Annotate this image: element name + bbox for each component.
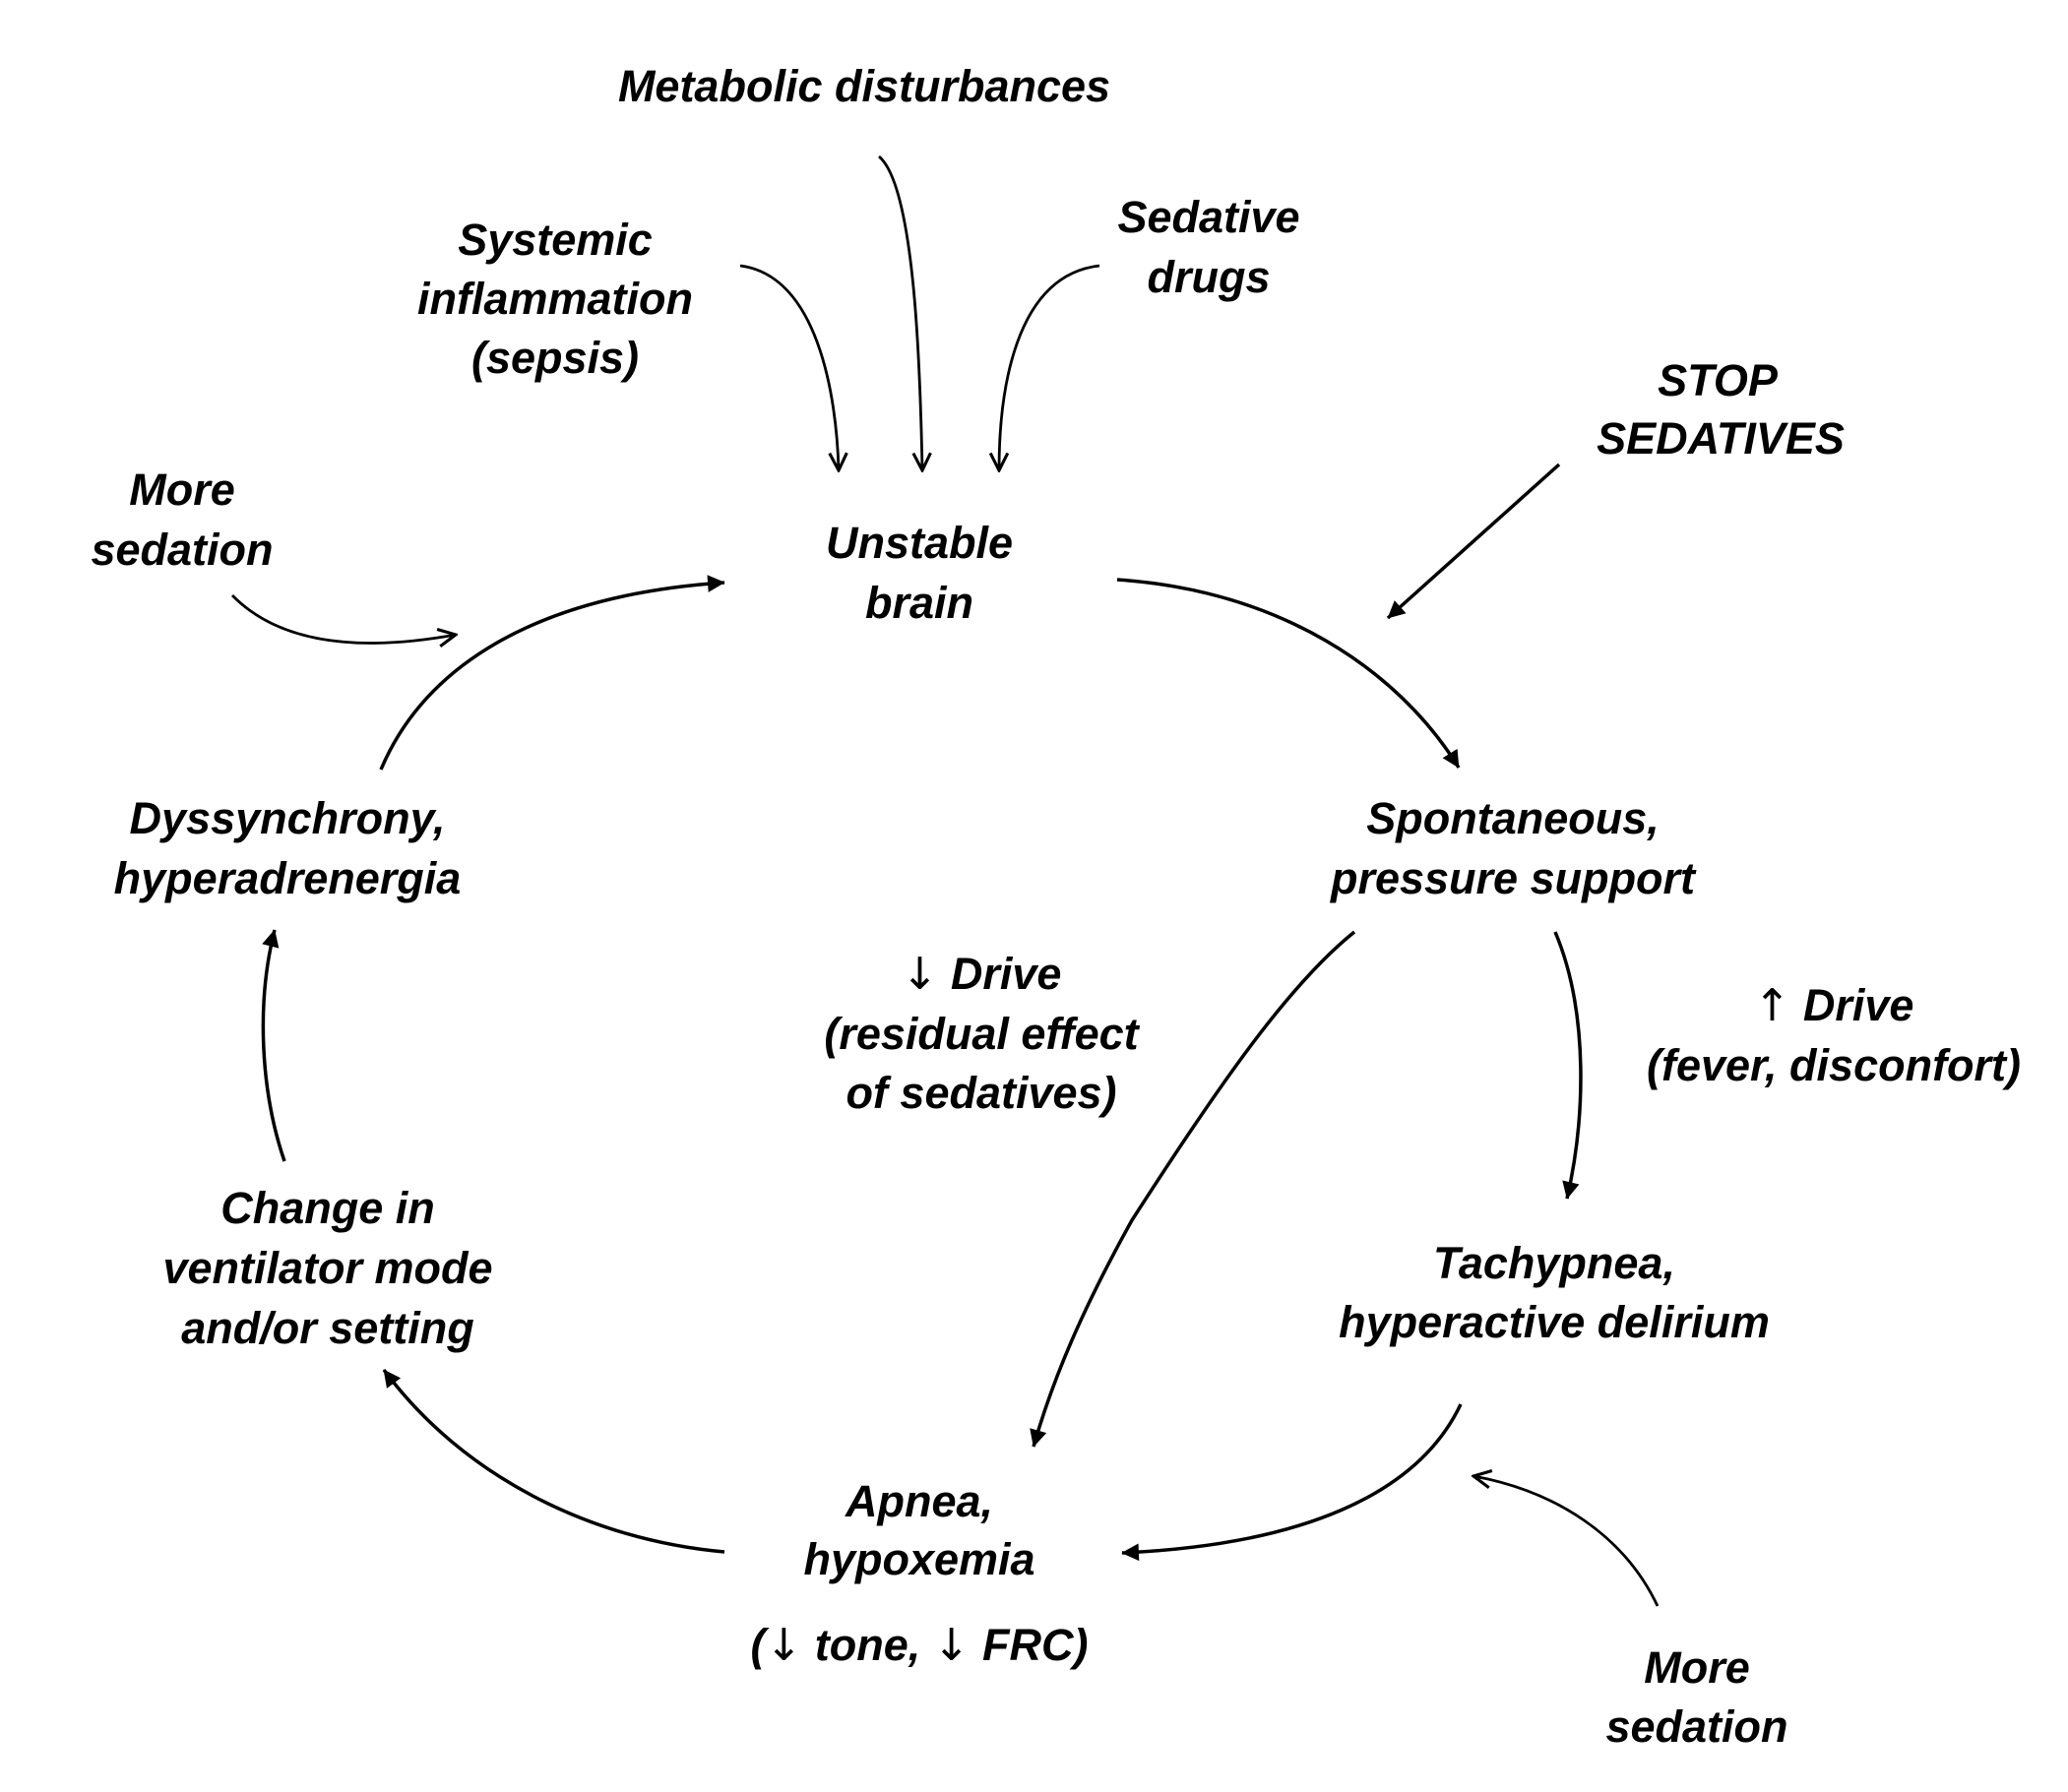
down-arrow-icon: ↓ (902, 948, 939, 1000)
label-line: Change in (220, 1183, 435, 1233)
edge-brain-to-spontaneous (1116, 578, 1461, 769)
edge-label-increased-drive: ↑ Drive (fever, disconfort) (1647, 979, 2021, 1090)
node-change-ventilator-mode: Change in ventilator mode and/or setting (162, 1183, 492, 1353)
label-line: Spontaneous, (1366, 793, 1660, 843)
label-line: of sedatives) (846, 1068, 1116, 1118)
label-line: inflammation (417, 274, 693, 324)
node-tachypnea: Tachypnea, hyperactive delirium (1339, 1238, 1770, 1347)
drive-title: ↓ Drive (902, 948, 1062, 1000)
label-line: (fever, disconfort) (1647, 1040, 2021, 1090)
label-line: drugs (1147, 252, 1270, 302)
arrow-more-sedation-right (1473, 1476, 1660, 1607)
label-line: ventilator mode (162, 1243, 492, 1293)
label-line: (residual effect (824, 1009, 1140, 1059)
up-arrow-icon: ↑ (1754, 979, 1791, 1031)
label-line: STOP (1658, 355, 1779, 405)
edge-change-mode-to-dyssynchrony (261, 929, 286, 1162)
label-line: Tachypnea, (1433, 1238, 1675, 1288)
label-line: hyperadrenergia (114, 853, 462, 903)
label-line: hyperactive delirium (1339, 1297, 1770, 1347)
label-systemic-inflammation: Systemic inflammation (sepsis) (417, 215, 693, 383)
down-arrow-icon: ↓ (766, 1619, 803, 1671)
drive-title: ↑ Drive (1754, 979, 1914, 1031)
note-text: FRC) (970, 1620, 1088, 1670)
arrow-sedative-drugs-to-brain (999, 264, 1100, 470)
label-line: pressure support (1330, 853, 1697, 903)
label-more-sedation-left: More sedation (91, 464, 273, 575)
label-line: Unstable (826, 518, 1013, 568)
label-line: Systemic (458, 215, 653, 265)
label-line: More (129, 464, 235, 515)
edge-dyssynchrony-to-brain (379, 575, 725, 771)
arrow-stop-sedatives (1386, 463, 1561, 620)
label-line: and/or setting (181, 1303, 474, 1353)
edge-tachypnea-to-apnea (1121, 1403, 1463, 1562)
apnea-note: (↓ tone, ↓ FRC) (751, 1619, 1089, 1671)
down-arrow-icon: ↓ (933, 1619, 971, 1671)
label-more-sedation-right: More sedation (1605, 1642, 1787, 1752)
edge-spontaneous-to-tachypnea (1553, 931, 1583, 1200)
edge-label-decreased-drive: ↓ Drive (residual effect of sedatives) (824, 948, 1140, 1118)
paren: ( (751, 1620, 771, 1670)
arrow-metabolic-to-brain (878, 154, 922, 470)
node-unstable-brain: Unstable brain (826, 518, 1013, 628)
node-apnea-hypoxemia: Apnea, hypoxemia (↓ tone, ↓ FRC) (751, 1476, 1089, 1671)
note-text: tone, (802, 1620, 933, 1670)
label-metabolic-disturbances: Metabolic disturbances (618, 61, 1110, 111)
label-line: Sedative (1117, 192, 1299, 242)
label-line: hypoxemia (803, 1534, 1034, 1584)
label-line: More (1644, 1642, 1750, 1693)
label-line: Dyssynchrony, (130, 793, 446, 843)
drive-word: Drive (938, 949, 1061, 999)
label-line: sedation (91, 525, 273, 575)
label-stop-sedatives: STOP SEDATIVES (1597, 355, 1845, 463)
label-line: SEDATIVES (1597, 413, 1845, 463)
edge-spontaneous-to-apnea (1030, 930, 1356, 1448)
label-line: Apnea, (845, 1476, 993, 1526)
edge-apnea-to-change-mode (382, 1368, 725, 1554)
arrow-more-sedation-left (231, 594, 456, 644)
label-line: (sepsis) (471, 333, 639, 383)
label-sedative-drugs: Sedative drugs (1117, 192, 1299, 302)
arrow-systemic-to-brain (739, 264, 839, 470)
node-dyssynchrony: Dyssynchrony, hyperadrenergia (114, 793, 462, 903)
label-line: brain (865, 578, 973, 628)
label-line: sedation (1605, 1701, 1787, 1752)
drive-word: Drive (1790, 980, 1913, 1030)
node-spontaneous-pressure-support: Spontaneous, pressure support (1330, 793, 1697, 903)
